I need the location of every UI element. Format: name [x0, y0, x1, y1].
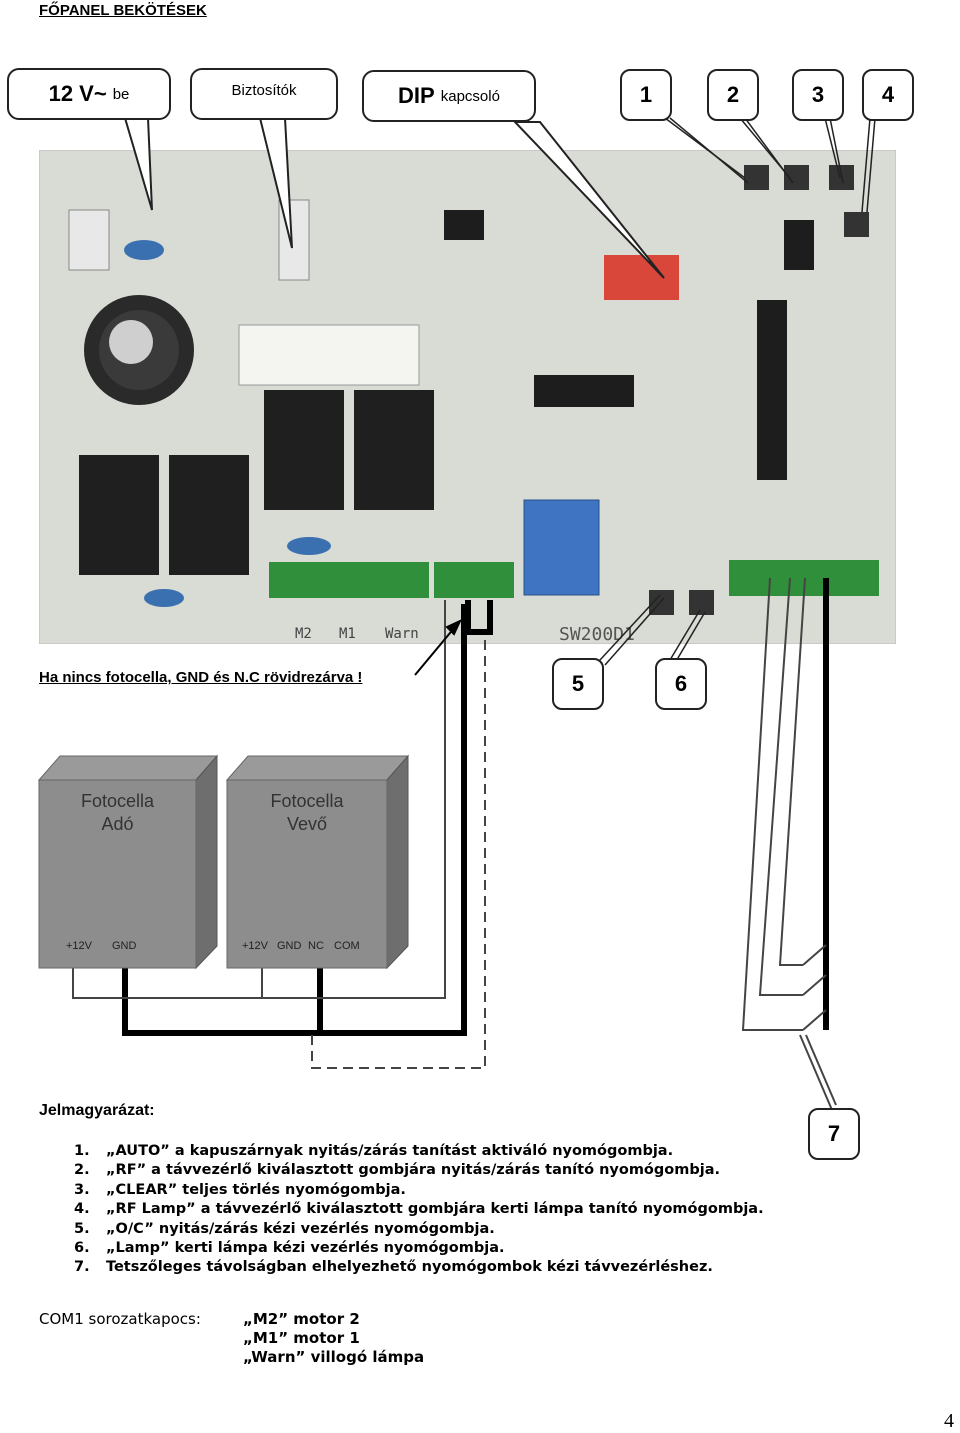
dip-callout: DIP kapcsoló — [362, 70, 536, 122]
power-callout-sub: be — [112, 85, 130, 103]
com1-label: COM1 sorozatkapocs: — [39, 1310, 201, 1328]
photocell-transmitter-line1: Fotocella — [80, 791, 155, 811]
button-callout-4: 4 — [862, 69, 914, 121]
silk-m2: M2 — [295, 626, 312, 642]
board-illustration: M2 M1 Warn SW200D1 — [38, 149, 897, 645]
rx-terminal-gnd: GND — [277, 940, 302, 952]
photocell-receiver: Fotocella Vevő — [227, 790, 387, 836]
board-model: SW200D1 — [559, 624, 635, 644]
fuses-callout-label: Biztosítók — [231, 82, 297, 99]
button-callout-3: 3 — [792, 69, 844, 121]
com1-item: „M1” motor 1 — [243, 1329, 360, 1347]
rx-terminal-nc: NC — [308, 940, 324, 952]
legend-item: 3.„CLEAR” teljes törlés nyomógombja. — [74, 1181, 406, 1198]
silk-m1: M1 — [339, 626, 356, 642]
dip-callout-label: DIP — [398, 83, 435, 108]
legend-item: 2.„RF” a távvezérlő kiválasztott gombjár… — [74, 1162, 720, 1179]
tx-terminal-gnd: GND — [112, 940, 137, 952]
tx-terminal-12v: +12V — [66, 940, 92, 952]
photocell-receiver-line1: Fotocella — [270, 791, 344, 811]
button-callout-2: 2 — [707, 69, 759, 121]
button-callout-7: 7 — [808, 1108, 860, 1160]
button-callout-5: 5 — [552, 658, 604, 710]
rx-terminal-12v: +12V — [242, 940, 268, 952]
com1-item: „Warn” villogó lámpa — [243, 1348, 425, 1366]
photocell-receiver-line2: Vevő — [286, 814, 328, 834]
button-callout-1: 1 — [620, 69, 672, 121]
legend-title: Jelmagyarázat: — [39, 1102, 155, 1119]
dip-callout-sub: kapcsoló — [440, 87, 500, 105]
legend-item: 5.„O/C” nyitás/zárás kézi vezérlés nyomó… — [74, 1220, 495, 1237]
rx-terminal-com: COM — [334, 940, 360, 952]
fuses-callout: Biztosítók — [190, 68, 338, 120]
legend-item: 1.„AUTO” a kapuszárnyak nyitás/zárás tan… — [74, 1143, 674, 1159]
legend-list: 1.„AUTO” a kapuszárnyak nyitás/zárás tan… — [74, 1142, 764, 1278]
page-title: FŐPANEL BEKÖTÉSEK — [39, 2, 207, 19]
com1-items: „M2” motor 2 „M1” motor 1 „Warn” villogó… — [243, 1310, 424, 1367]
no-photocell-warning: Ha nincs fotocella, GND és N.C rövidrezá… — [39, 669, 363, 686]
legend-item: 6.„Lamp” kerti lámpa kézi vezérlés nyomó… — [74, 1240, 505, 1257]
silk-warn: Warn — [385, 626, 419, 642]
legend-item: 4.„RF Lamp” a távvezérlő kiválasztott go… — [74, 1201, 764, 1218]
main-board-photo: M2 M1 Warn SW200D1 — [38, 149, 897, 645]
power-callout-label: 12 V~ — [48, 81, 107, 106]
photocell-transmitter-line2: Adó — [101, 814, 134, 834]
legend-item: 7.Tetszőleges távolságban elhelyezhető n… — [74, 1259, 713, 1276]
button-callout-6: 6 — [655, 658, 707, 710]
photocell-boxes — [37, 754, 410, 970]
page-number: 4 — [944, 1410, 954, 1432]
photocell-transmitter: Fotocella Adó — [39, 790, 196, 836]
com1-item: „M2” motor 2 — [243, 1310, 360, 1328]
power-callout: 12 V~ be — [7, 68, 171, 120]
